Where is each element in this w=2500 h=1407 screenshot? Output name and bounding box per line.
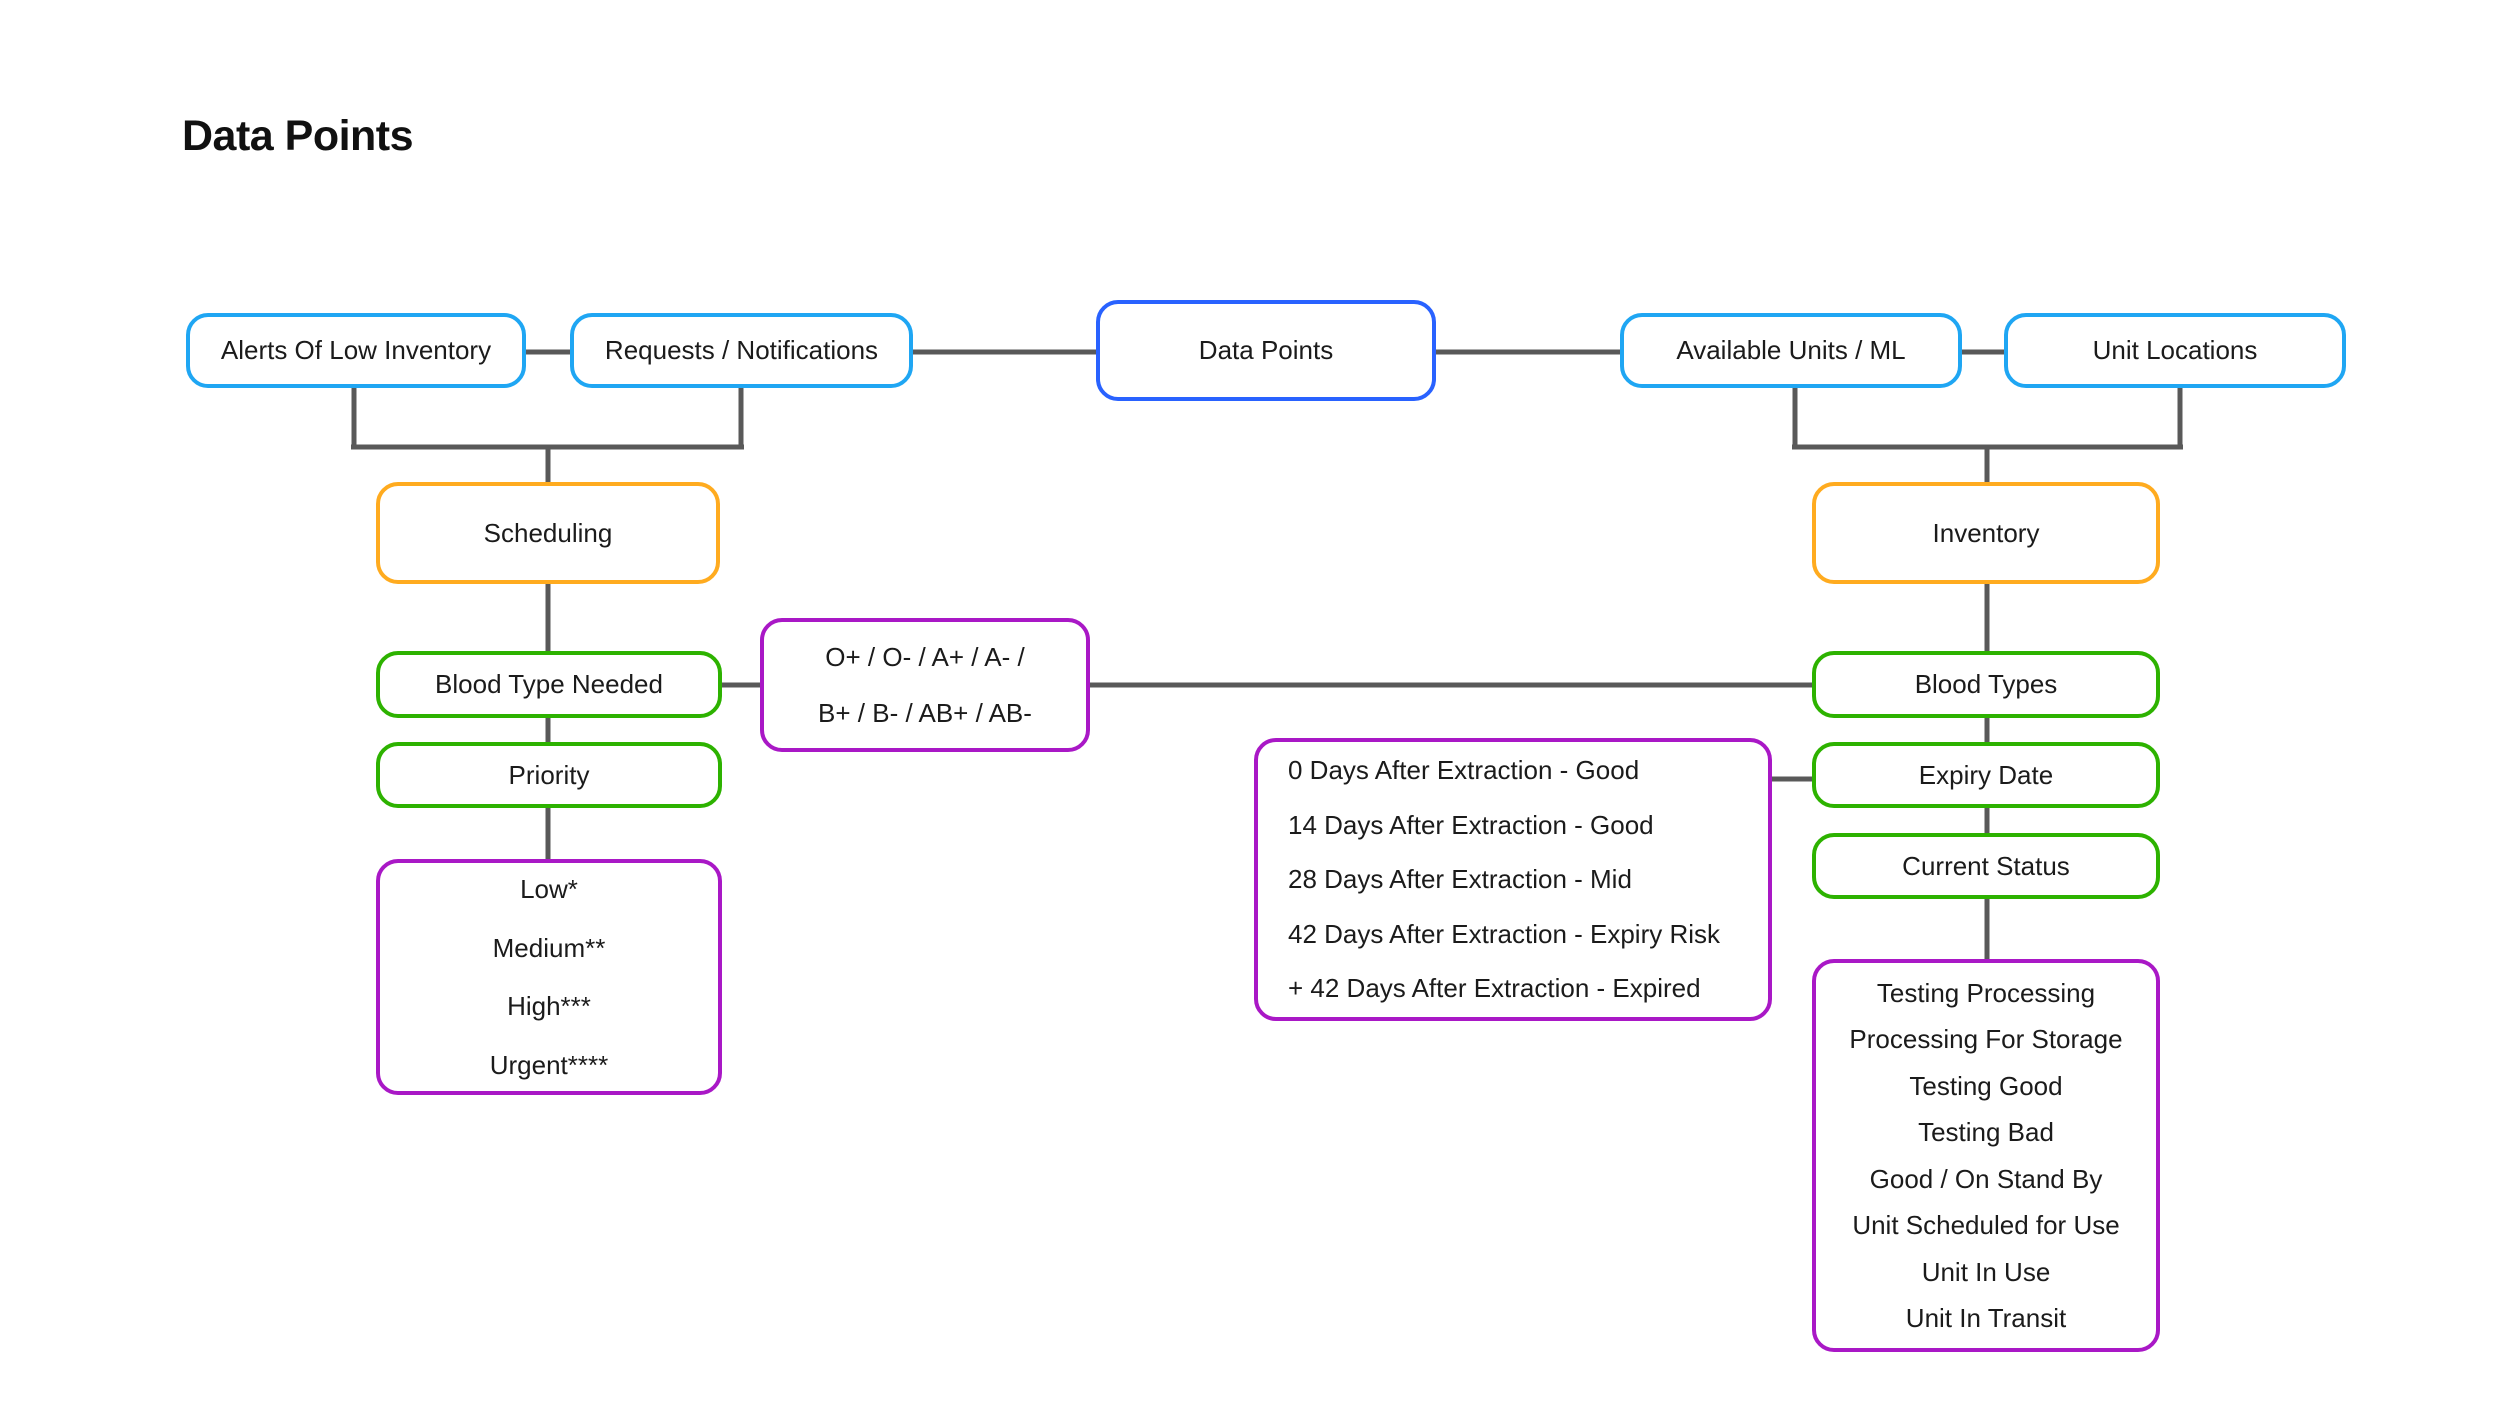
node-label: Available Units / ML (1676, 335, 1906, 366)
list-item: Medium** (492, 932, 606, 963)
list-item: B+ / B- / AB+ / AB- (818, 698, 1032, 728)
node-label: Requests / Notifications (604, 335, 879, 366)
node-priority[interactable]: Priority (376, 742, 722, 808)
node-scheduling[interactable]: Scheduling (376, 482, 720, 584)
node-label: Priority (508, 759, 590, 790)
node-blood-type-needed[interactable]: Blood Type Needed (376, 651, 722, 718)
list-item: O+ / O- / A+ / A- / (825, 641, 1025, 672)
page-title: Data Points (182, 112, 414, 160)
node-requests-notifications[interactable]: Requests / Notifications (570, 313, 913, 388)
list-item: Testing Good (1909, 1070, 2063, 1101)
node-label: Scheduling (483, 517, 613, 548)
list-item: 14 Days After Extraction - Good (1288, 809, 1654, 840)
node-blood-types-options-list[interactable]: O+ / O- / A+ / A- / B+ / B- / AB+ / AB- (760, 618, 1090, 752)
node-current-status[interactable]: Current Status (1812, 833, 2160, 899)
node-label: Blood Types (1914, 669, 2058, 700)
list-item: 0 Days After Extraction - Good (1288, 755, 1640, 786)
list-item: Unit In Use (1921, 1256, 2051, 1287)
node-blood-types[interactable]: Blood Types (1812, 651, 2160, 718)
node-label: Current Status (1902, 850, 2070, 881)
list-item: Urgent**** (489, 1049, 609, 1080)
list-item: Unit Scheduled for Use (1852, 1210, 2120, 1240)
node-data-points[interactable]: Data Points (1096, 300, 1436, 401)
node-current-status-options-list[interactable]: Testing Processing Processing For Storag… (1812, 959, 2160, 1352)
node-label: Data Points (1198, 335, 1334, 366)
node-label: Alerts Of Low Inventory (220, 335, 492, 366)
list-item: + 42 Days After Extraction - Expired (1288, 973, 1701, 1004)
list-item: Unit In Transit (1905, 1303, 2067, 1333)
list-item: Testing Processing (1876, 977, 2096, 1008)
list-item: Low* (520, 874, 578, 904)
node-expiry-stages-list[interactable]: 0 Days After Extraction - Good 14 Days A… (1254, 738, 1772, 1021)
node-available-units-ml[interactable]: Available Units / ML (1620, 313, 1962, 388)
node-label: Inventory (1932, 517, 2040, 548)
node-alerts-of-low-inventory[interactable]: Alerts Of Low Inventory (186, 313, 526, 388)
list-item: Testing Bad (1918, 1117, 2054, 1147)
node-inventory[interactable]: Inventory (1812, 482, 2160, 584)
list-item: Good / On Stand By (1869, 1163, 2103, 1194)
node-label: Expiry Date (1918, 759, 2054, 790)
node-unit-locations[interactable]: Unit Locations (2004, 313, 2346, 388)
list-item: 42 Days After Extraction - Expiry Risk (1288, 918, 1721, 949)
node-priority-options-list[interactable]: Low* Medium** High*** Urgent**** (376, 859, 722, 1095)
list-item: 28 Days After Extraction - Mid (1288, 864, 1632, 895)
node-label: Unit Locations (2092, 335, 2258, 366)
list-item: Processing For Storage (1849, 1024, 2123, 1054)
node-expiry-date[interactable]: Expiry Date (1812, 742, 2160, 808)
node-label: Blood Type Needed (435, 669, 663, 700)
list-item: High*** (507, 991, 591, 1021)
